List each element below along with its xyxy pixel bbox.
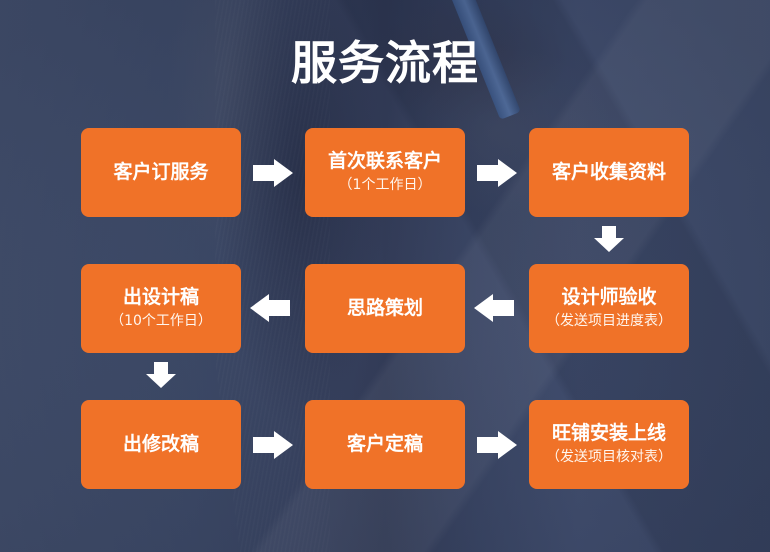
step-9-store-launch: 旺铺安装上线 （发送项目核对表） <box>529 400 689 489</box>
step-label: 旺铺安装上线 <box>551 422 666 444</box>
step-label: 设计师验收 <box>561 286 657 308</box>
step-label: 思路策划 <box>346 297 423 319</box>
arrow-right-icon <box>477 431 517 459</box>
arrow-down-icon <box>594 226 624 252</box>
step-label: 客户定稿 <box>346 433 423 455</box>
step-4-designer-review: 设计师验收 （发送项目进度表） <box>529 264 689 353</box>
arrow-right-icon <box>253 431 293 459</box>
step-6-design-draft: 出设计稿 （10个工作日） <box>81 264 241 353</box>
arrow-left-icon <box>474 294 514 322</box>
step-note: （发送项目核对表） <box>546 449 672 465</box>
arrow-right-icon <box>477 159 517 187</box>
step-label: 首次联系客户 <box>327 150 442 172</box>
step-1-order-service: 客户订服务 <box>81 128 241 217</box>
step-label: 出设计稿 <box>122 286 199 308</box>
arrow-down-icon <box>146 362 176 388</box>
step-5-concept-planning: 思路策划 <box>305 264 465 353</box>
page-title: 服务流程 <box>291 36 479 90</box>
step-label: 客户收集资料 <box>551 161 666 183</box>
step-3-collect-materials: 客户收集资料 <box>529 128 689 217</box>
step-note: （10个工作日） <box>110 313 212 329</box>
step-label: 出修改稿 <box>122 433 199 455</box>
step-8-client-finalize: 客户定稿 <box>305 400 465 489</box>
step-note: （发送项目进度表） <box>546 313 672 329</box>
arrow-left-icon <box>250 294 290 322</box>
step-7-revision-draft: 出修改稿 <box>81 400 241 489</box>
step-2-first-contact: 首次联系客户 （1个工作日） <box>305 128 465 217</box>
step-note: （1个工作日） <box>338 177 432 193</box>
arrow-right-icon <box>253 159 293 187</box>
step-label: 客户订服务 <box>113 161 209 183</box>
